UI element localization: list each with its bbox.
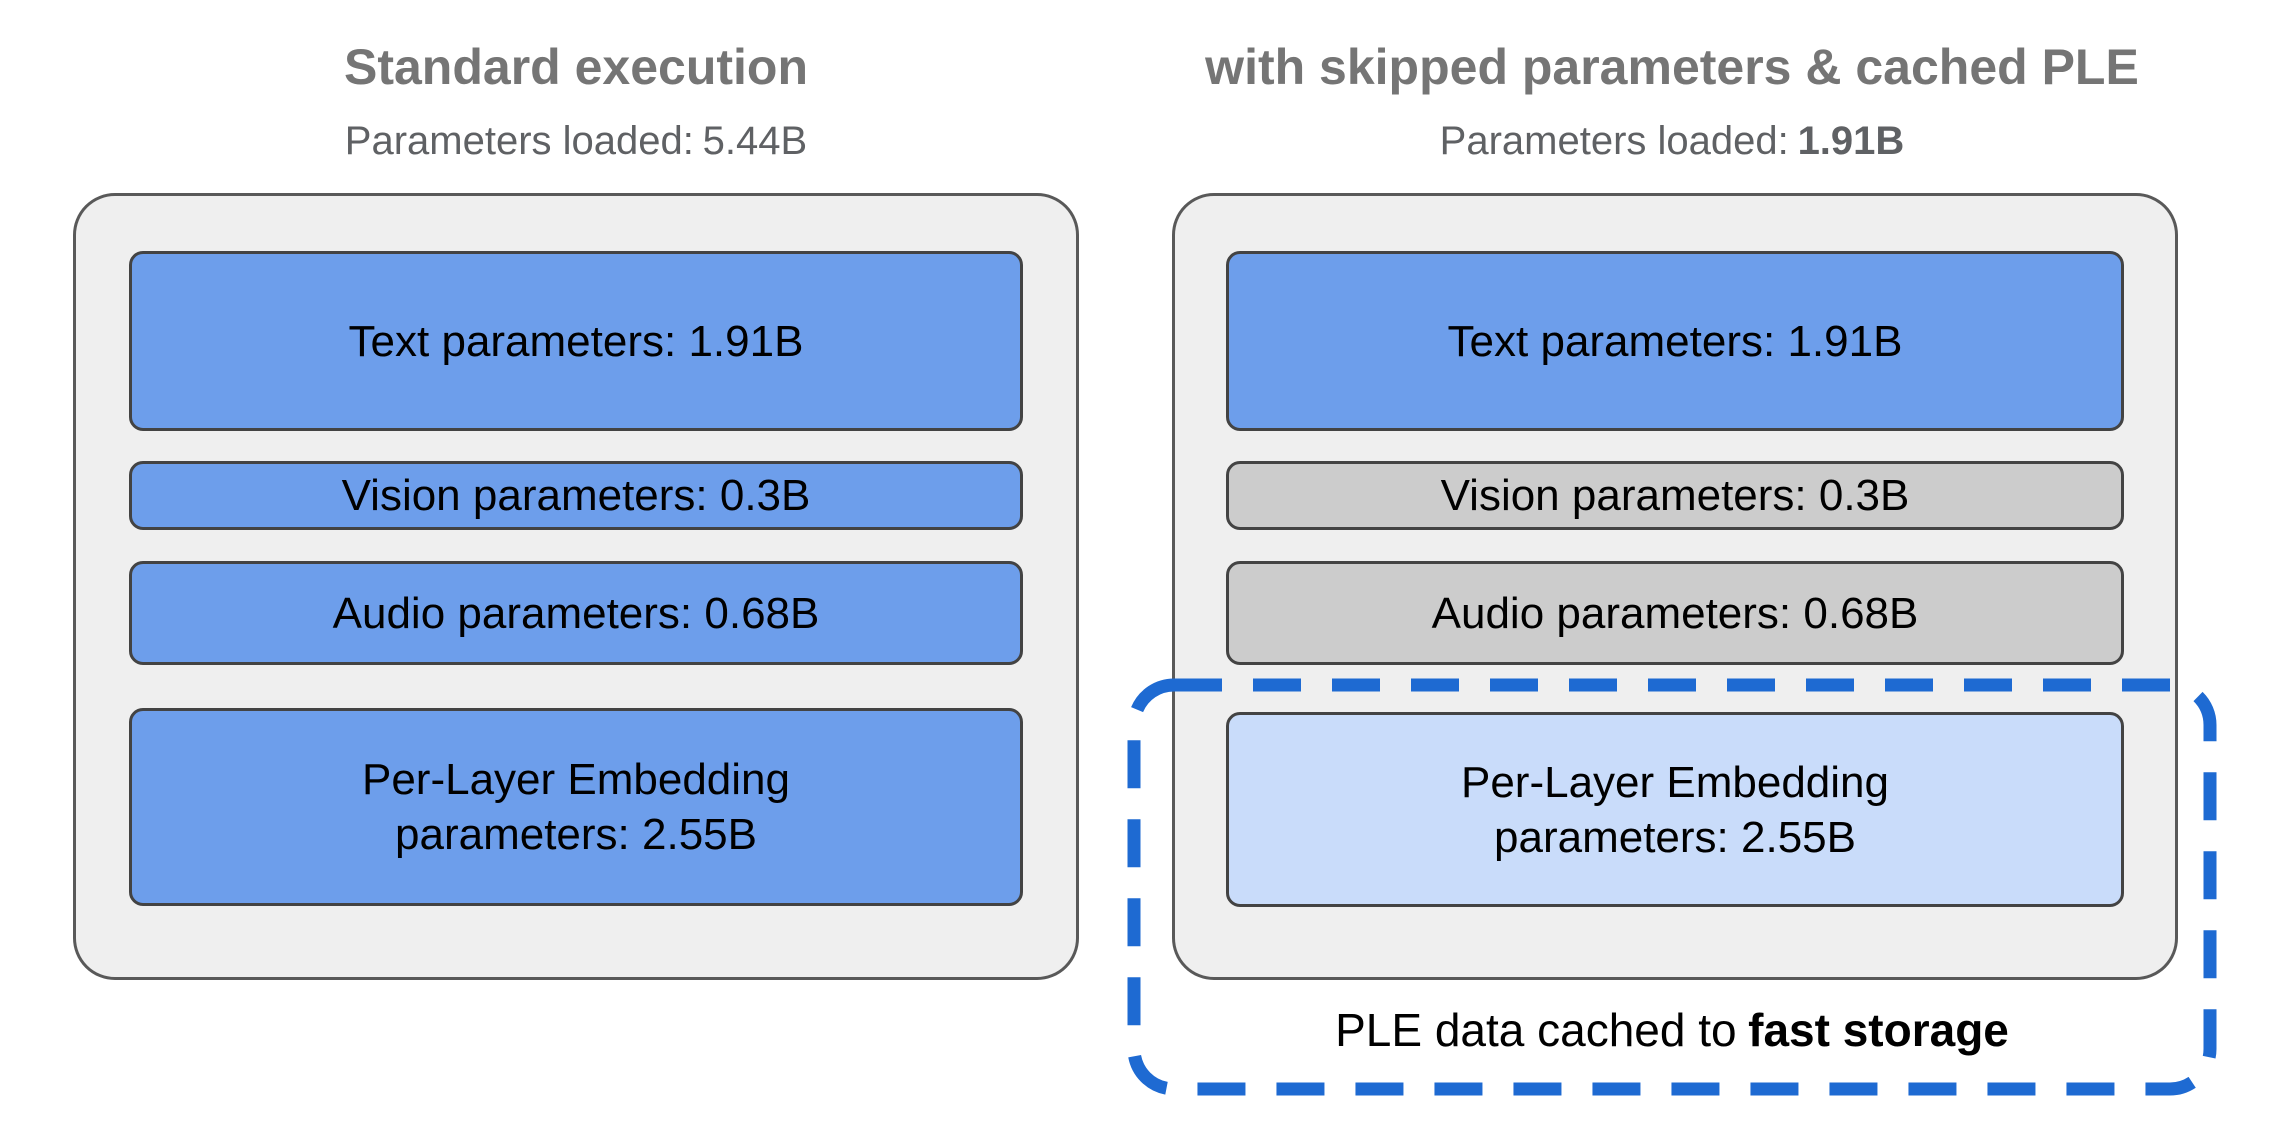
standard-audio-params-label: Audio parameters: 0.68B [332, 588, 820, 638]
skipped-subtitle-value: 1.91B [1797, 119, 1905, 163]
standard-text-params-label: Text parameters: 1.91B [348, 316, 804, 366]
standard-text-params-box: Text parameters: 1.91B [129, 251, 1023, 431]
skipped-cached-title: with skipped parameters & cached PLE [1205, 39, 2139, 95]
standard-execution-title: Standard execution [344, 39, 808, 95]
standard-audio-params-box: Audio parameters: 0.68B [129, 561, 1023, 665]
skipped-text-params-box: Text parameters: 1.91B [1226, 251, 2124, 431]
skipped-subtitle-label: Parameters loaded: [1439, 119, 1789, 163]
standard-subtitle-label: Parameters loaded: [344, 119, 694, 163]
ple-cache-caption-prefix: PLE data cached to [1335, 1004, 1737, 1056]
skipped-audio-params-box: Audio parameters: 0.68B [1226, 561, 2124, 665]
skipped-model-container: Text parameters: 1.91B Vision parameters… [1172, 193, 2178, 980]
cached-ple-params-label: Per-Layer Embedding parameters: 2.55B [1460, 757, 1889, 862]
skipped-audio-params-label: Audio parameters: 0.68B [1431, 588, 1919, 638]
standard-ple-params-label: Per-Layer Embedding parameters: 2.55B [361, 755, 790, 859]
ple-cache-caption-emphasis: fast storage [1748, 1004, 2009, 1056]
cached-ple-params-box: Per-Layer Embedding parameters: 2.55B [1226, 712, 2124, 907]
skipped-vision-params-box: Vision parameters: 0.3B [1226, 461, 2124, 530]
standard-subtitle-value: 5.44B [702, 119, 808, 163]
standard-vision-params-box: Vision parameters: 0.3B [129, 461, 1023, 530]
skipped-vision-params-label: Vision parameters: 0.3B [1440, 471, 1910, 520]
skipped-text-params-label: Text parameters: 1.91B [1447, 316, 1903, 366]
standard-vision-params-label: Vision parameters: 0.3B [341, 471, 811, 520]
standard-model-container: Text parameters: 1.91B Vision parameters… [73, 193, 1079, 980]
standard-ple-params-box: Per-Layer Embedding parameters: 2.55B [129, 708, 1023, 906]
skipped-cached-subtitle: Parameters loaded:1.91B [1127, 118, 2217, 164]
standard-execution-subtitle: Parameters loaded:5.44B [73, 118, 1079, 164]
